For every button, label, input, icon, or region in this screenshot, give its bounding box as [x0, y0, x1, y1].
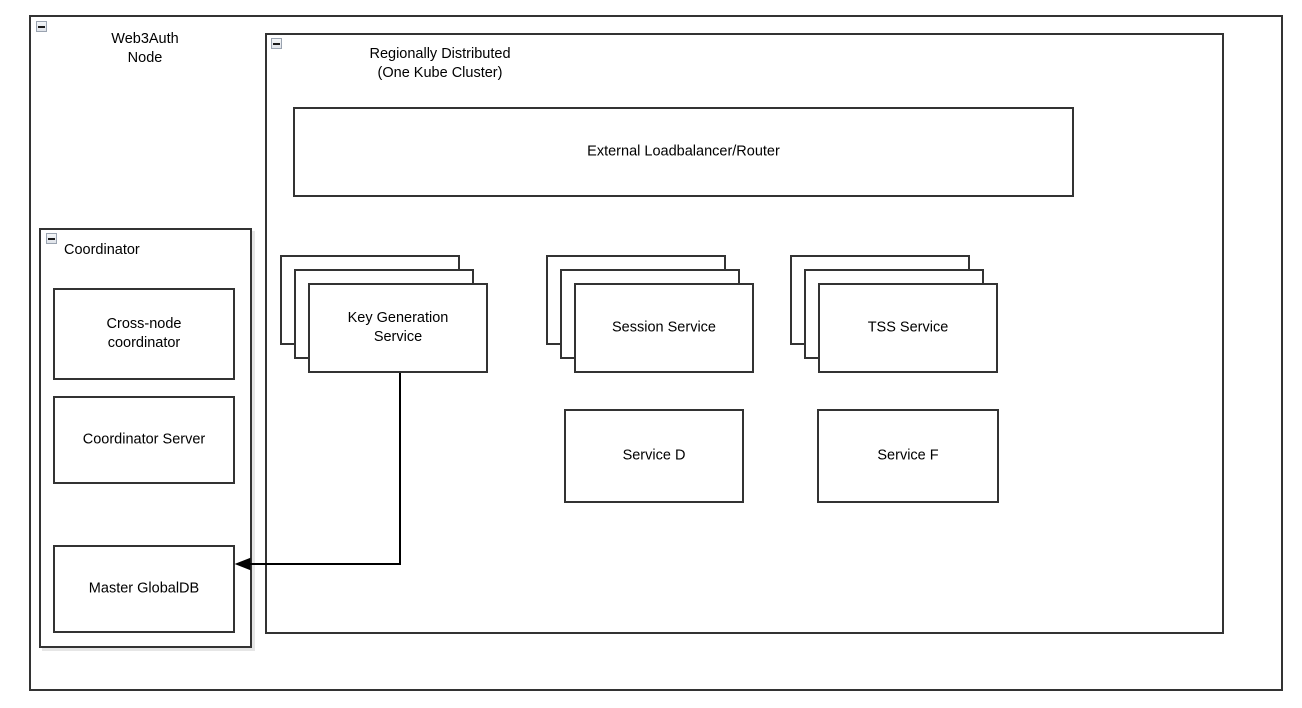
- collapse-minus-icon-coordinator[interactable]: [46, 233, 57, 244]
- master-globaldb-box[interactable]: Master GlobalDB: [53, 545, 235, 633]
- coordinator-label: Coordinator: [64, 242, 140, 258]
- tss-service-label: TSS Service: [867, 319, 949, 336]
- service-d-label: Service D: [622, 447, 686, 464]
- master-globaldb-label: Master GlobalDB: [88, 580, 200, 597]
- web3auth-node-label: Web3Auth Node: [111, 31, 179, 66]
- coordinator-server-label: Coordinator Server: [82, 431, 206, 448]
- key-generation-service-label: Key Generation Service: [347, 310, 449, 345]
- service-f-box[interactable]: Service F: [817, 409, 999, 503]
- service-d-box[interactable]: Service D: [564, 409, 744, 503]
- cross-node-coordinator-box[interactable]: Cross-node coordinator: [53, 288, 235, 380]
- service-f-label: Service F: [877, 447, 939, 464]
- key-generation-service-stack[interactable]: Key Generation Service: [280, 255, 488, 373]
- session-service-layer-front[interactable]: Session Service: [574, 283, 754, 373]
- collapse-minus-icon-web3auth-node[interactable]: [36, 21, 47, 32]
- kube-cluster-label: Regionally Distributed (One Kube Cluster…: [369, 46, 511, 81]
- external-loadbalancer-router-label: External Loadbalancer/Router: [587, 143, 780, 160]
- external-loadbalancer-router-box[interactable]: External Loadbalancer/Router: [293, 107, 1074, 197]
- cross-node-coordinator-label: Cross-node coordinator: [106, 316, 182, 351]
- tss-service-layer-front[interactable]: TSS Service: [818, 283, 998, 373]
- collapse-minus-icon-kube-cluster[interactable]: [271, 38, 282, 49]
- session-service-stack[interactable]: Session Service: [546, 255, 754, 373]
- session-service-label: Session Service: [612, 319, 716, 336]
- key-generation-service-layer-front[interactable]: Key Generation Service: [308, 283, 488, 373]
- tss-service-stack[interactable]: TSS Service: [790, 255, 998, 373]
- coordinator-server-box[interactable]: Coordinator Server: [53, 396, 235, 484]
